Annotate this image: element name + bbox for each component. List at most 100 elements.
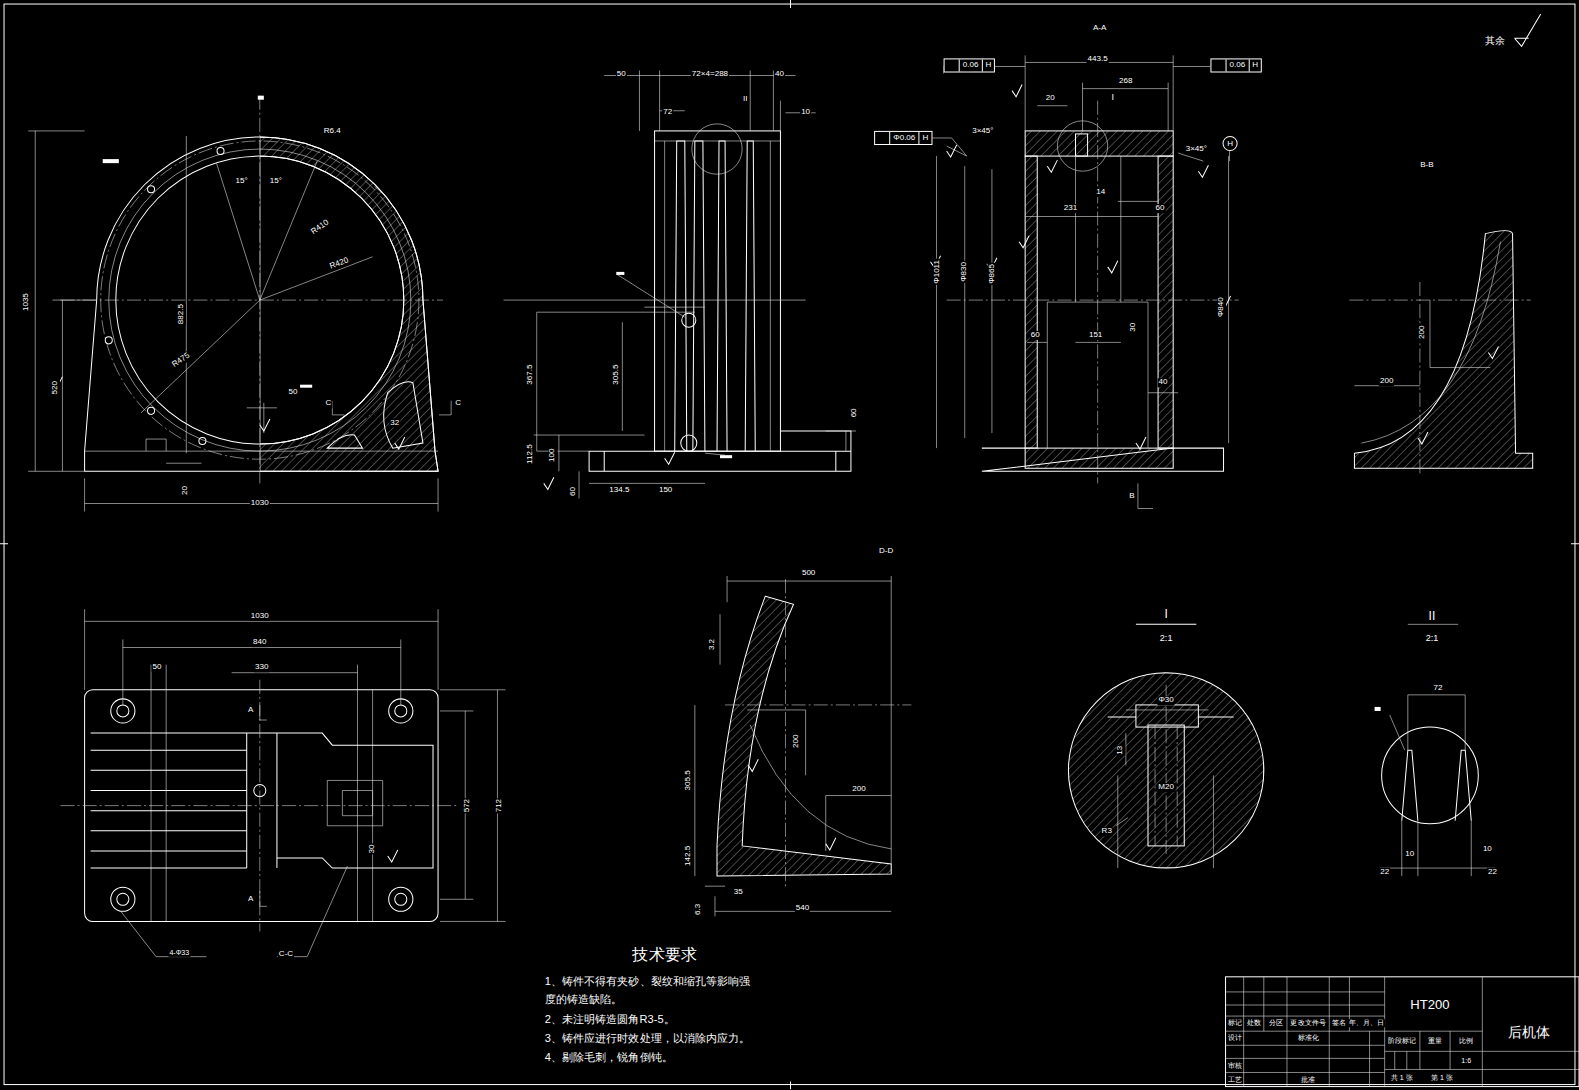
dimension-text: R475 <box>170 351 193 370</box>
technical-note: 技术要求 <box>631 946 697 964</box>
dimension-text: 268 <box>1118 77 1133 86</box>
dimension-text: 330 <box>254 663 269 672</box>
title-block-cell: 设计 <box>1227 1034 1243 1042</box>
dimension-text: C <box>454 399 462 408</box>
technical-note: 1、铸件不得有夹砂、裂纹和缩孔等影响强度的铸造缺陷。 <box>544 973 752 1008</box>
dimension-text: 1035 <box>22 292 31 312</box>
title-block-cell: 比例 <box>1458 1037 1474 1045</box>
dimension-text: 22 <box>1487 868 1498 877</box>
dimension-text: Φ30 <box>1157 696 1174 705</box>
dimension-text: 13 <box>1116 745 1125 756</box>
dimension-text: 3×45° <box>1185 145 1208 154</box>
title-block-cell: 分区 <box>1268 1019 1284 1027</box>
title-block-cell: HT200 <box>1409 998 1450 1012</box>
dimension-text: 40 <box>774 70 785 79</box>
title-block-cell: 签名 <box>1331 1019 1347 1027</box>
title-block-cell: 1:6 <box>1460 1057 1472 1065</box>
dimension-text: 1030 <box>250 612 270 621</box>
title-block-cell: 更改文件号 <box>1289 1019 1326 1027</box>
dimension-text: 20 <box>1045 94 1056 103</box>
frame-text: 0.06 <box>959 59 982 71</box>
dimension-text: 305.5 <box>612 364 621 386</box>
dimension-text: 367.5 <box>526 364 535 386</box>
dimension-text: 15° <box>269 177 283 186</box>
dimension-text: 60 <box>1030 331 1041 340</box>
dimension-text: 200 <box>792 733 801 748</box>
title-block-cell: 工艺 <box>1227 1076 1243 1084</box>
dimension-text: 72 <box>662 108 673 117</box>
dimension-text: 15° <box>235 177 249 186</box>
dimension-text: B-B <box>1419 161 1434 170</box>
tolerance-frame: 0.06H <box>944 58 996 72</box>
title-block-cell: 标记 <box>1227 1019 1243 1027</box>
dimension-text: 35 <box>733 888 744 897</box>
dimension-text: 4-Φ33 <box>168 949 190 957</box>
dimension-text: 142.5 <box>684 845 693 867</box>
frame-text: 0.06 <box>1226 59 1249 71</box>
dimension-text: 50 <box>288 388 299 397</box>
dimension-text: 200 <box>1417 325 1426 340</box>
dimension-text: 305.5 <box>684 769 693 791</box>
symbol-cell <box>875 132 889 144</box>
dimension-text: C-C <box>278 950 294 959</box>
dimension-text: A <box>247 895 254 904</box>
dimension-text: 14 <box>1095 188 1106 197</box>
dimension-text: R3 <box>1101 827 1113 836</box>
title-block-cell: 处数 <box>1246 1019 1262 1027</box>
dimension-text: 10 <box>1482 844 1493 853</box>
dimension-text: 10 <box>1404 850 1415 859</box>
dimension-text: I <box>1110 93 1115 103</box>
title-block-cell: 年、月、日 <box>1348 1019 1385 1027</box>
dimension-text: R6.4 <box>323 126 342 135</box>
dimension-text: 520 <box>51 380 60 395</box>
symbol-cell <box>945 59 959 71</box>
dimension-text: 20 <box>181 485 190 496</box>
dimension-text: Φ830 <box>960 261 969 283</box>
dimension-text: A-A <box>1092 24 1107 33</box>
dimension-text: Φ840 <box>1217 296 1226 318</box>
dimension-text: 500 <box>801 569 816 578</box>
symbol-cell <box>1211 59 1225 71</box>
dimension-text: 112.5 <box>526 443 535 465</box>
dimension-text: 231 <box>1063 204 1078 213</box>
dimension-text: II <box>1428 610 1437 623</box>
dimension-text: 60 <box>1155 204 1166 213</box>
title-block-cell: 审核 <box>1227 1062 1243 1070</box>
dimension-text: 200 <box>851 785 866 794</box>
dimension-text: 150 <box>658 486 673 495</box>
title-block-cell: 后机体 <box>1507 1024 1551 1039</box>
dimension-text: II <box>742 95 748 104</box>
dimension-text: 100 <box>548 447 557 462</box>
dimension-text: 134.5 <box>608 486 630 495</box>
dimension-text: 882.5 <box>177 303 186 325</box>
dimension-text: 30 <box>368 843 377 854</box>
dimension-text: 3.2 <box>708 638 717 651</box>
technical-note: 4、剔除毛刺，锐角倒钝。 <box>544 1049 674 1067</box>
dimension-text: 540 <box>795 904 810 913</box>
title-block-cell: 重量 <box>1427 1037 1443 1045</box>
dimension-text: 840 <box>252 638 267 647</box>
dimension-text: 2:1 <box>1159 633 1174 643</box>
frame-text: H <box>1248 59 1261 71</box>
dimension-text: 60 <box>850 407 859 418</box>
dimension-text: 2:1 <box>1425 633 1440 643</box>
tolerance-frame: Φ0.06H <box>874 131 932 145</box>
dimension-text: 60 <box>569 486 578 497</box>
dimension-text: 32 <box>389 419 400 428</box>
dimension-text: 443.5 <box>1087 55 1109 64</box>
dimension-text: 22 <box>1379 868 1390 877</box>
dimension-text: 72×4=288 <box>691 70 729 79</box>
dimension-text: 50 <box>616 70 627 79</box>
dimension-text: 712 <box>495 798 504 813</box>
tolerance-frame: 0.06H <box>1210 58 1262 72</box>
dimension-text: 200 <box>1379 377 1394 386</box>
datum-circle: H <box>1223 136 1238 151</box>
dimension-text: 72 <box>1433 684 1444 693</box>
dimension-text: 572 <box>463 798 472 813</box>
title-block-cell: 第 1 张 <box>1430 1074 1454 1082</box>
dimension-text: 3×45° <box>971 126 994 135</box>
frame-text: Φ0.06 <box>889 132 918 144</box>
technical-note: 2、未注明铸造圆角R3-5。 <box>544 1011 676 1029</box>
dimension-text: A <box>247 706 254 715</box>
